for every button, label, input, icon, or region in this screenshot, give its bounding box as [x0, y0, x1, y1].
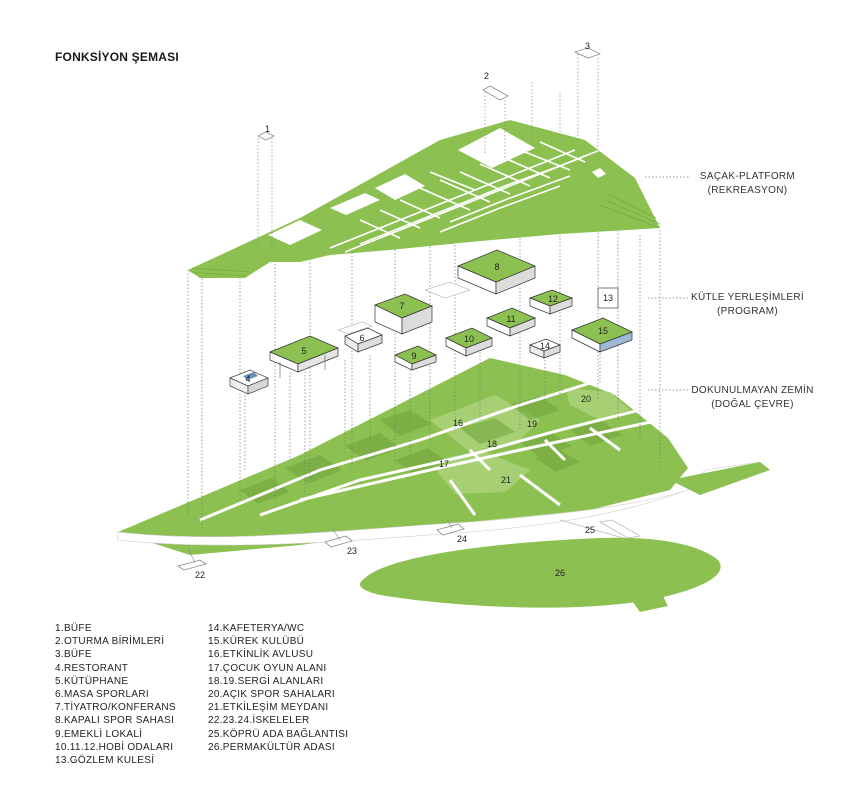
number-labels: 1 2 3 4 5 6 7 8 9 10 11 12 13 14 15 16 1…: [195, 41, 613, 580]
legend-item: 22.23.24.İSKELELER: [208, 715, 310, 727]
bridge-25: [598, 519, 642, 539]
sports-fields: [565, 388, 630, 420]
layer-label-top-line1: SAÇAK-PLATFORM: [699, 171, 796, 182]
legend-item: 14.KAFETERYA/WC: [208, 623, 305, 634]
block-8: [457, 249, 536, 295]
legend-item: 8.KAPALI SPOR SAHASI: [55, 715, 175, 727]
canopy-columns: [257, 54, 599, 250]
legend-right: 14.KAFETERYA/WC 15.KÜREK KULÜBÜ 16.ETKİN…: [208, 622, 348, 754]
block-15: [571, 317, 633, 353]
label-11: 11: [506, 314, 515, 324]
block-14: [529, 338, 561, 359]
layer-label-bottom-line2: (DOĞAL ÇEVRE): [711, 399, 794, 410]
label-8: 8: [494, 262, 499, 272]
canopy-openings: [268, 128, 606, 245]
label-1: 1: [265, 124, 270, 134]
legend-item: 1.BÜFE: [55, 623, 92, 634]
layer-label-middle-line2: (PROGRAM): [716, 306, 779, 317]
pier-22: [177, 559, 207, 571]
legend-item: 18.19.SERGİ ALANLARI: [208, 675, 324, 687]
layer-label-bottom: DOKUNULMAYAN ZEMİN (DOĞAL ÇEVRE): [690, 384, 815, 412]
label-leaders: [645, 176, 690, 391]
label-21: 21: [501, 475, 511, 485]
layer-label-top-line2: (REKREASYON): [707, 185, 788, 196]
block-13: [597, 287, 619, 309]
legend-item: 20.AÇIK SPOR SAHALARI: [208, 689, 335, 701]
label-25: 25: [585, 525, 595, 535]
label-12: 12: [548, 294, 558, 304]
legend-left: 1.BÜFE 2.OTURMA BİRİMLERİ 3.BÜFE 4.RESTO…: [55, 622, 176, 767]
permaculture-island: [360, 537, 721, 608]
legend-item: 2.OTURMA BİRİMLERİ: [55, 636, 165, 648]
legend-item: 6.MASA SPORLARI: [55, 689, 149, 701]
label-2: 2: [484, 71, 489, 81]
legend-item: 10.11.12.HOBİ ODALARI: [55, 741, 174, 753]
label-19: 19: [527, 419, 537, 429]
label-10: 10: [464, 334, 474, 344]
canopy-edge-stripes: [189, 194, 661, 277]
layer-label-bottom-line1: DOKUNULMAYAN ZEMİN: [691, 385, 814, 396]
canopy-grid: [329, 141, 601, 253]
page-title: FONKSİYON ŞEMASI: [55, 50, 179, 64]
block-9: [394, 345, 437, 371]
label-4: 4: [245, 374, 250, 384]
label-15: 15: [598, 326, 608, 336]
legend-item: 13.GÖZLEM KULESİ: [55, 755, 155, 767]
layer-label-middle: KÜTLE YERLEŞİMLERİ (PROGRAM): [690, 291, 805, 319]
block-6: [344, 327, 383, 353]
ground-footprints: [240, 396, 622, 504]
block-5: [269, 335, 339, 378]
island-tip: [630, 590, 668, 612]
label-9: 9: [411, 351, 416, 361]
label-13: 13: [603, 293, 613, 303]
label-18: 18: [487, 439, 497, 449]
label-7: 7: [399, 301, 404, 311]
label-5: 5: [301, 346, 306, 356]
program-layer: [229, 249, 633, 395]
legend-item: 3.BÜFE: [55, 649, 92, 661]
label-26: 26: [555, 568, 565, 578]
legend-item: 7.TİYATRO/KONFERANS: [55, 702, 176, 714]
legend-item: 21.ETKİLEŞİM MEYDANI: [208, 702, 329, 714]
label-17: 17: [439, 459, 449, 469]
ground-paths: [199, 378, 661, 522]
label-23: 23: [347, 546, 357, 556]
layer-label-middle-line1: KÜTLE YERLEŞİMLERİ: [690, 292, 805, 303]
label-22: 22: [195, 570, 205, 580]
ground-layer: [117, 358, 770, 612]
legend-item: 15.KÜREK KULÜBÜ: [208, 636, 305, 648]
projection-lines: [187, 200, 661, 530]
label-14: 14: [540, 341, 550, 351]
legend-item: 26.PERMAKÜLTÜR ADASI: [208, 741, 335, 753]
canopy-platform: [188, 120, 660, 278]
block-4: [229, 369, 269, 395]
block-10: [445, 327, 493, 357]
ground-plane: [118, 358, 688, 555]
label-24: 24: [457, 534, 467, 544]
legend-item: 4.RESTORANT: [55, 662, 129, 674]
interaction-square: [430, 450, 530, 494]
label-6: 6: [359, 333, 364, 343]
right-bank: [670, 462, 770, 495]
legend-item: 16.ETKİNLİK AVLUSU: [208, 649, 314, 661]
platform-layer: [188, 47, 661, 278]
label-20: 20: [581, 394, 591, 404]
layer-label-top: SAÇAK-PLATFORM (REKREASYON): [690, 170, 805, 198]
label-16: 16: [453, 418, 463, 428]
legend-item: 25.KÖPRÜ ADA BAĞLANTISI: [208, 728, 349, 740]
legend-item: 9.EMEKLİ LOKALİ: [55, 728, 143, 740]
legend-item: 17.ÇOCUK OYUN ALANI: [208, 662, 327, 674]
block-7: [374, 281, 471, 335]
label-3: 3: [585, 41, 590, 51]
block-12: [529, 289, 573, 315]
legend-item: 5.KÜTÜPHANE: [55, 675, 129, 687]
block-11: [486, 307, 536, 337]
